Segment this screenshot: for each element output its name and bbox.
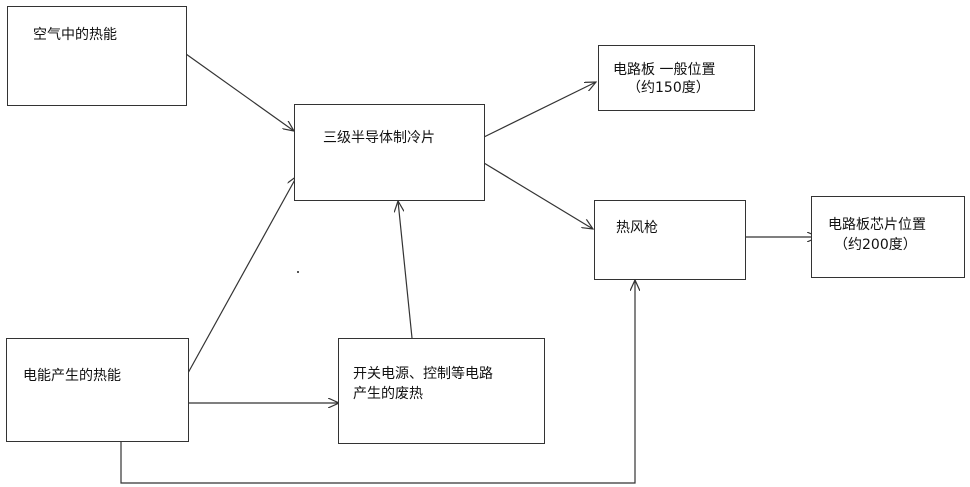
node-tec: 三级半导体制冷片: [294, 104, 485, 201]
stray-dot: [297, 271, 299, 273]
node-board-normal-line1: 电路板 一般位置: [613, 60, 715, 80]
arrow-waste-to-tec: [398, 201, 412, 338]
node-board-chip: 电路板芯片位置 （约200度）: [811, 196, 965, 278]
node-air-heat: 空气中的热能: [7, 6, 187, 106]
node-electric-heat-label: 电能产生的热能: [23, 366, 121, 386]
node-heat-gun-label: 热风枪: [616, 218, 658, 238]
arrow-air-to-tec: [186, 54, 294, 131]
arrow-tec-to-gun: [484, 163, 593, 229]
node-electric-heat: 电能产生的热能: [6, 338, 189, 442]
node-heat-gun: 热风枪: [594, 200, 746, 280]
node-waste-heat-line1: 开关电源、控制等电路: [353, 364, 493, 384]
node-waste-heat: 开关电源、控制等电路 产生的废热: [338, 338, 545, 444]
arrow-tec-to-board: [484, 82, 596, 137]
node-waste-heat-line2: 产生的废热: [353, 384, 423, 404]
node-board-normal: 电路板 一般位置 （约150度）: [598, 45, 755, 111]
node-board-chip-line1: 电路板芯片位置: [828, 215, 926, 235]
node-air-heat-label: 空气中的热能: [33, 25, 117, 45]
arrow-electric-to-tec: [188, 176, 297, 373]
node-tec-label: 三级半导体制冷片: [323, 128, 435, 148]
node-board-chip-line2: （约200度）: [834, 235, 917, 255]
node-board-normal-line2: （约150度）: [627, 78, 710, 98]
